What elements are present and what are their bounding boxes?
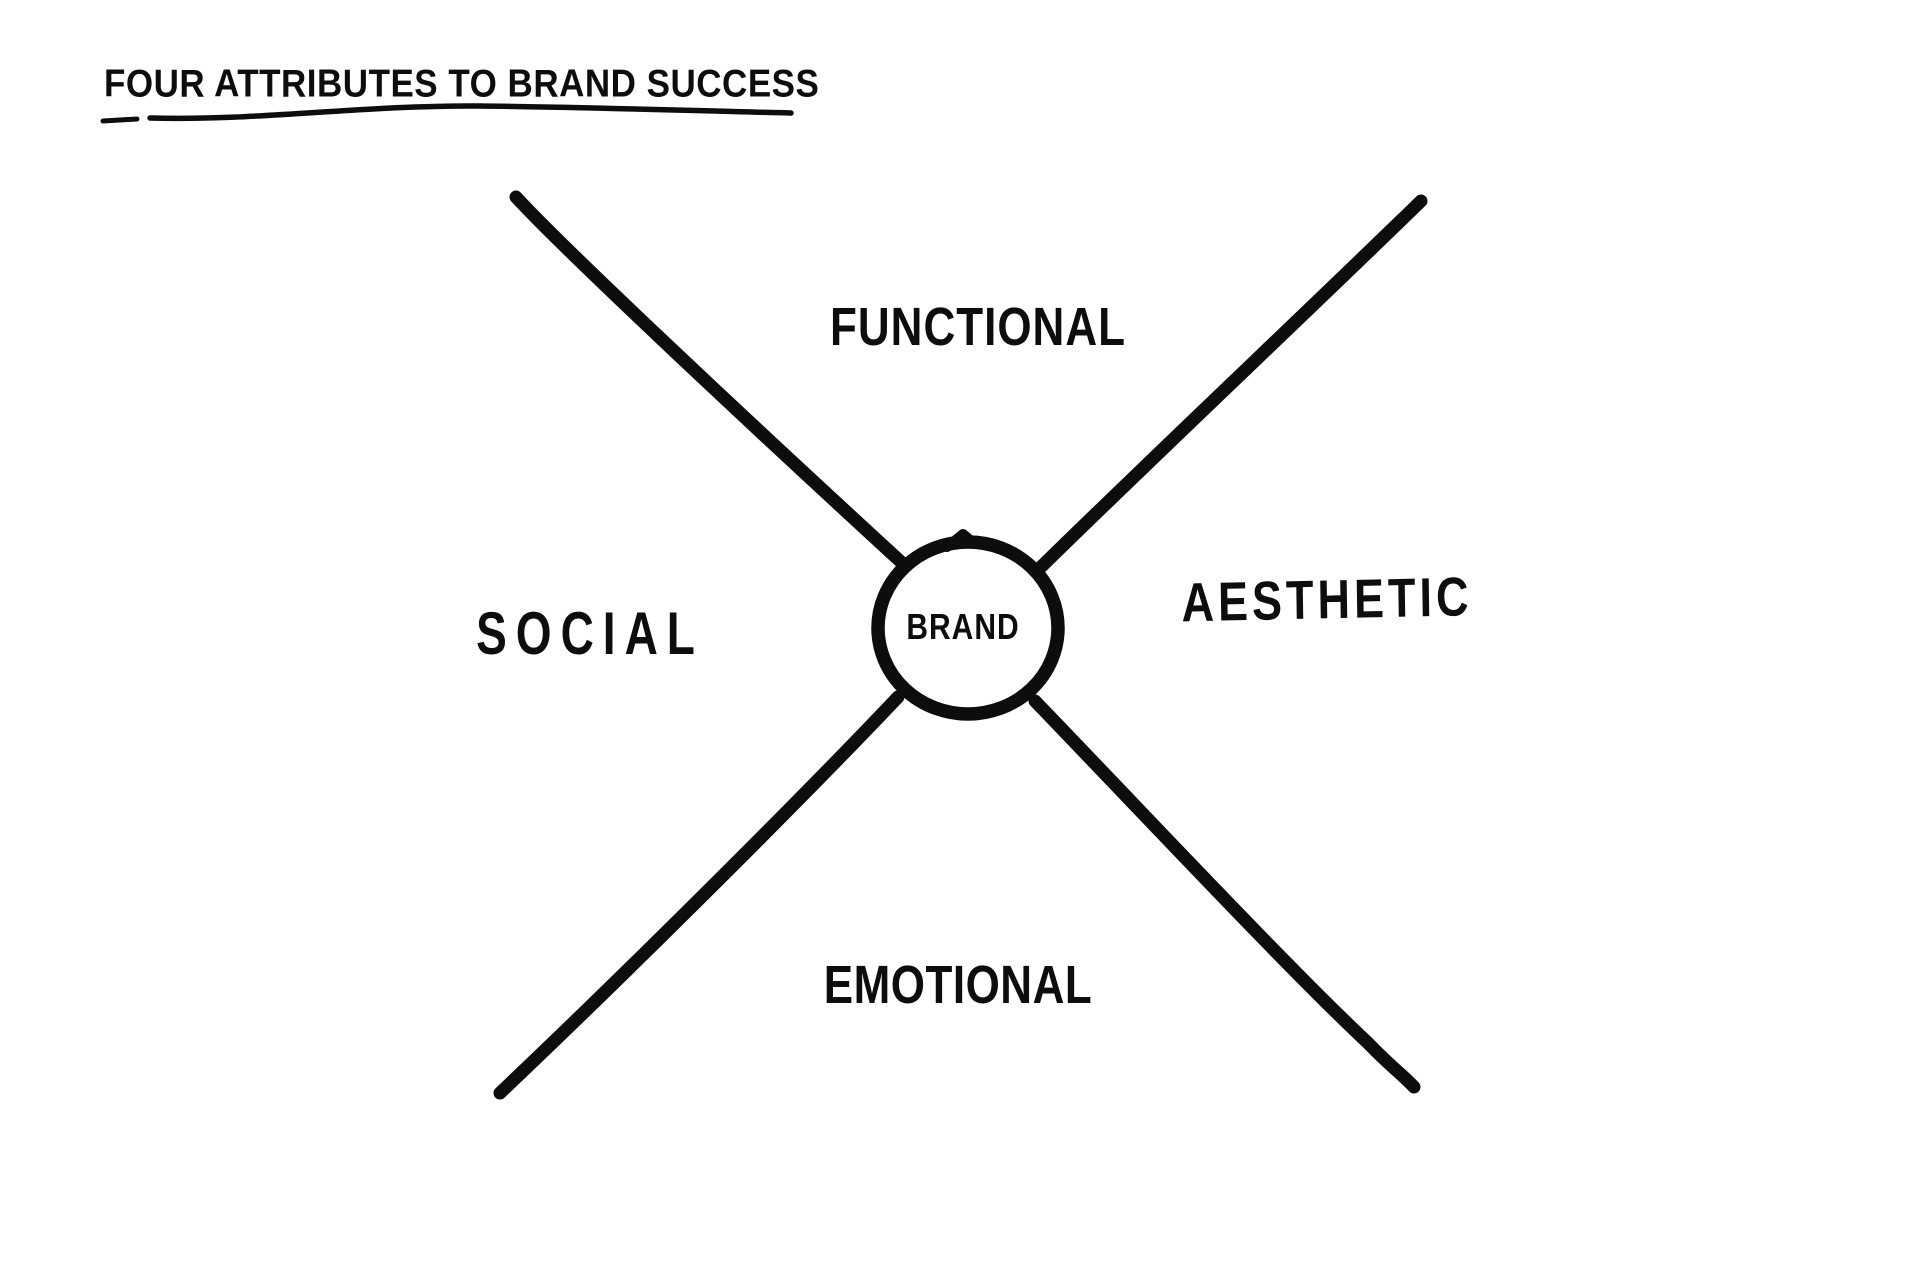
quadrant-label-functional: FUNCTIONAL — [830, 297, 1126, 358]
title-underline-dash — [100, 116, 140, 124]
diagonal-line-lower-right — [1028, 694, 1421, 1094]
page-title: FOUR ATTRIBUTES TO BRAND SUCCESS — [104, 62, 820, 106]
quadrant-label-aesthetic: AESTHETIC — [1181, 565, 1473, 634]
diagonal-line-upper-left — [509, 190, 908, 569]
brand-circle-pen-notch — [942, 529, 980, 552]
diagonal-line-upper-right — [1034, 194, 1428, 574]
diagonal-line-lower-left — [493, 690, 905, 1100]
title-underline — [147, 103, 794, 122]
quadrant-label-emotional: EMOTIONAL — [823, 955, 1093, 1016]
brand-center-label: BRAND — [906, 607, 1020, 648]
quadrant-label-social: SOCIAL — [476, 598, 704, 668]
